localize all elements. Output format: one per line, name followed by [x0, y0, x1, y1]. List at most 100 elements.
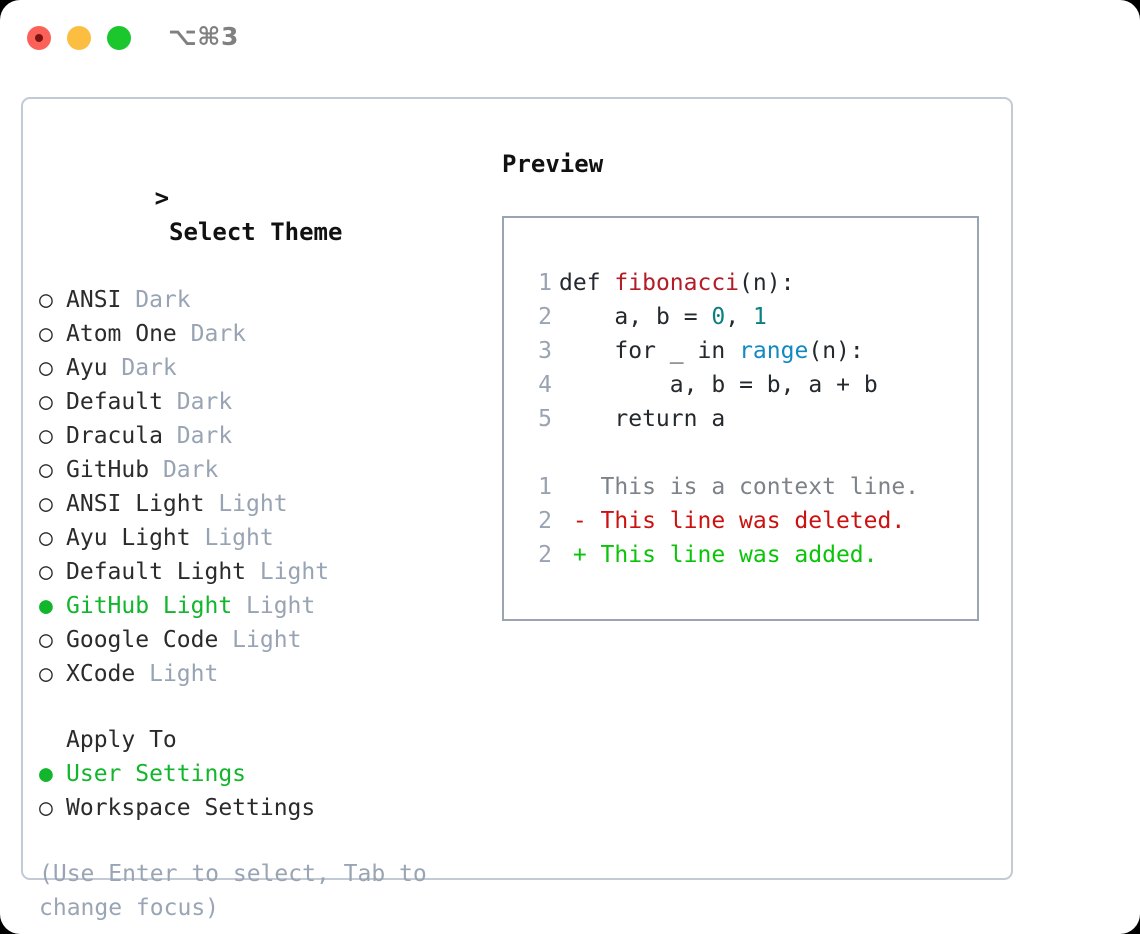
code-token-plain [559, 372, 670, 398]
code-line: 4 a, b = b, a + b [522, 368, 977, 402]
minimize-window-button[interactable] [67, 26, 91, 50]
theme-option-atom-one[interactable]: ○Atom One Dark [39, 317, 489, 351]
code-token-plain: ( [739, 270, 753, 296]
diff-line-deleted: 2 - This line was deleted. [522, 504, 977, 538]
code-token-plain: = [683, 304, 698, 330]
theme-option-label: Atom One [66, 321, 177, 347]
code-token-plain: , [628, 304, 643, 330]
code-token-plain: , [780, 372, 795, 398]
theme-variant-tag: Dark [107, 355, 177, 381]
code-token-plain [684, 338, 698, 364]
radio-unselected-icon: ○ [39, 457, 53, 483]
theme-variant-tag: Light [232, 593, 316, 619]
code-token-plain: a [614, 304, 629, 330]
code-line-number: 1 [538, 270, 552, 296]
theme-option-ayu[interactable]: ○Ayu Dark [39, 351, 489, 385]
preview-heading: Preview [502, 150, 604, 178]
code-token-plain: = [739, 372, 753, 398]
code-token-plain [725, 372, 739, 398]
theme-option-github[interactable]: ○ GitHub Dark [39, 453, 489, 487]
diff-line-text: - This line was deleted. [559, 508, 906, 534]
apply-to-heading: Apply To [66, 727, 177, 753]
theme-option-ayu-light[interactable]: ○Ayu Light Light [39, 521, 489, 555]
code-token-number: 0 [711, 304, 726, 330]
theme-option-label: ANSI Light [66, 491, 205, 517]
code-token-plain [753, 372, 767, 398]
code-token-plain [559, 406, 614, 432]
code-token-plain: b [863, 372, 878, 398]
code-token-plain: b [766, 372, 781, 398]
select-theme-heading-label [155, 218, 169, 246]
code-line-number: 2 [538, 304, 552, 330]
close-window-button[interactable] [27, 26, 51, 50]
code-token-plain: ) [766, 270, 781, 296]
code-token-keyword: def [559, 270, 601, 296]
maximize-window-button[interactable] [107, 26, 131, 50]
diff-line-added: 2 + This line was added. [522, 538, 977, 572]
theme-option-google-code[interactable]: ○Google Code Light [39, 623, 489, 657]
code-token-plain: n [822, 338, 837, 364]
code-token-keyword: in [697, 338, 726, 364]
theme-variant-tag: Light [204, 491, 288, 517]
theme-option-ansi[interactable]: ○ANSI Dark [39, 283, 489, 317]
keyboard-hint-text: (Use Enter to select, Tab to change focu… [39, 861, 441, 921]
code-token-plain: , [683, 372, 698, 398]
code-token-plain [601, 270, 615, 296]
code-token-number: 1 [752, 304, 767, 330]
radio-unselected-icon: ○ [39, 287, 53, 313]
code-token-plain: a [808, 372, 823, 398]
theme-option-label: ANSI [66, 287, 122, 313]
code-token-plain: b [711, 372, 726, 398]
radio-selected-icon: ● [39, 761, 53, 787]
code-line: 3 for _ in range(n): [522, 334, 977, 368]
theme-picker-dialog: > Select Theme ○ANSI Dark○Atom One Dark○… [21, 97, 1013, 921]
theme-variant-tag: Dark [149, 457, 219, 483]
theme-option-label: GitHub Light [66, 593, 233, 619]
code-token-plain: a [669, 372, 684, 398]
title-bar: ⌥⌘3 [0, 0, 1140, 78]
code-token-plain: + [836, 372, 850, 398]
theme-option-label: XCode [66, 661, 136, 687]
theme-variant-tag: Light [135, 661, 219, 687]
code-token-plain [642, 304, 656, 330]
theme-option-dracula[interactable]: ○Dracula Dark [39, 419, 489, 453]
code-blank-line [522, 436, 977, 470]
theme-option-label: Ayu [66, 355, 108, 381]
diff-line-number: 2 [538, 542, 552, 568]
code-line: 2 a, b = 0, 1 [522, 300, 977, 334]
theme-option-default-light[interactable]: ○Default Light Light [39, 555, 489, 589]
code-token-plain [697, 406, 711, 432]
prompt-caret-icon: > [154, 184, 170, 212]
diff-line-context: 1 This is a context line. [522, 470, 977, 504]
theme-variant-tag: Light [246, 559, 330, 585]
radio-unselected-icon: ○ [39, 491, 53, 517]
theme-option-xcode[interactable]: ○XCode Light [39, 657, 489, 691]
radio-unselected-icon: ○ [39, 423, 53, 449]
code-token-plain: a [711, 406, 726, 432]
theme-option-label: Default [66, 389, 163, 415]
code-line-number: 5 [538, 406, 552, 432]
code-line-number: 4 [538, 372, 552, 398]
code-token-plain [559, 338, 614, 364]
theme-option-label: GitHub [66, 457, 150, 483]
theme-option-ansi-light[interactable]: ○ ANSI Light Light [39, 487, 489, 521]
code-token-plain [850, 372, 864, 398]
theme-list: ○ANSI Dark○Atom One Dark○Ayu Dark○Defaul… [39, 283, 489, 691]
code-token-plain: : [849, 338, 864, 364]
theme-selection-column: > Select Theme ○ANSI Dark○Atom One Dark○… [39, 147, 489, 925]
diff-line-text: + This line was added. [559, 542, 878, 568]
code-token-plain [795, 372, 809, 398]
code-token-plain [559, 304, 614, 330]
code-token-function: fibonacci [614, 270, 740, 296]
code-token-plain: : [780, 270, 795, 296]
apply-to-option-user-settings[interactable]: ●User Settings [39, 757, 489, 791]
code-token-plain [739, 304, 753, 330]
theme-option-github-light[interactable]: ●GitHub Light Light [39, 589, 489, 623]
diff-line-number: 1 [538, 474, 552, 500]
apply-to-option-workspace-settings[interactable]: ○Workspace Settings [39, 791, 489, 825]
code-token-plain: _ [669, 338, 684, 364]
theme-option-default[interactable]: ○Default Dark [39, 385, 489, 419]
select-theme-heading: > Select Theme [39, 147, 489, 283]
